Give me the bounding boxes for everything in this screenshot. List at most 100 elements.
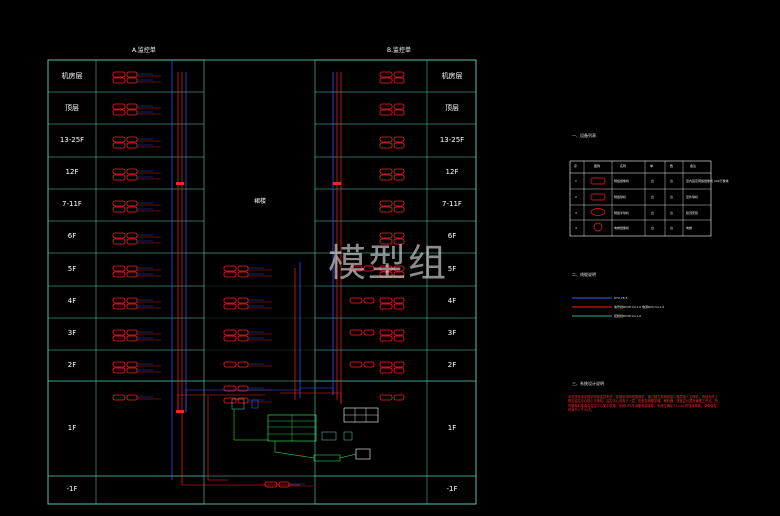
table-cell: 电梯摄像机 — [614, 226, 630, 230]
camera-icon — [112, 367, 138, 374]
camera-icon — [112, 238, 138, 245]
floor-label: 3F — [447, 329, 457, 337]
table-cell: 室内固定网络摄像机 200万像素 — [686, 179, 729, 183]
camera-icon — [223, 397, 249, 404]
table-header: 数 — [670, 164, 674, 168]
floor-label: 4F — [447, 297, 457, 305]
table-cell: 1 — [575, 179, 577, 183]
floor-label: 12F — [445, 168, 459, 176]
camera-icon — [379, 329, 405, 336]
camera-icon — [112, 174, 138, 181]
camera-icon — [223, 385, 249, 392]
table-cell: 网络摄像机 — [614, 179, 630, 183]
camera-icon — [379, 174, 405, 181]
camera-icon — [379, 71, 405, 78]
table-cell: 台 — [651, 211, 655, 215]
camera-icon — [112, 271, 138, 278]
floor-label: -1F — [446, 485, 458, 493]
table-cell: 台 — [670, 211, 674, 215]
camera-icon — [379, 238, 405, 245]
table-cell: 吸顶安装 — [686, 211, 699, 215]
floor-label: 13-25F — [439, 135, 465, 144]
notes-title: 三、系统设计说明 — [572, 381, 604, 386]
camera-icon — [379, 335, 405, 342]
building-a-title: A.监控单 — [132, 47, 156, 54]
camera-icon — [379, 206, 405, 213]
camera-icon — [112, 232, 138, 239]
floor-label: 机房层 — [61, 72, 83, 80]
camera-icon — [379, 232, 405, 239]
floor-label: 机房层 — [441, 72, 463, 80]
camera-icon — [112, 297, 138, 304]
camera-icon — [223, 361, 249, 368]
camera-icon — [112, 109, 138, 116]
floor-label: 5F — [447, 264, 457, 273]
table-cell: 台 — [670, 195, 674, 199]
camera-icon — [379, 168, 405, 175]
camera-icon — [112, 394, 138, 401]
table-cell: 台 — [651, 179, 655, 183]
camera-icon — [112, 335, 138, 342]
camera-icon — [379, 367, 405, 374]
camera-icon — [379, 297, 405, 304]
floor-label: 1F — [67, 423, 77, 432]
floor-label: 顶层 — [445, 104, 459, 112]
half-dome-legend-icon — [590, 208, 606, 216]
camera-icon — [223, 329, 249, 336]
camera-icon — [379, 303, 405, 310]
camera-icon — [379, 77, 405, 84]
camera-icon — [112, 206, 138, 213]
camera-icon — [264, 481, 290, 488]
floor-label: 顶层 — [65, 104, 79, 112]
camera-icon — [379, 271, 405, 278]
camera-icon — [112, 168, 138, 175]
table-cell: 3 — [575, 211, 577, 215]
camera-icon — [379, 136, 405, 143]
camera-icon — [379, 109, 405, 116]
camera-icon — [112, 136, 138, 143]
camera-icon — [379, 142, 405, 149]
table-header: 名称 — [620, 164, 627, 168]
table-cell: 网络球机 — [614, 195, 627, 199]
camera-icon — [223, 271, 249, 278]
camera-icon — [112, 303, 138, 310]
camera-icon — [349, 297, 375, 304]
table-header: 图例 — [594, 164, 601, 168]
table-cell: 台 — [670, 226, 674, 230]
building-b-title: B.监控单 — [387, 47, 412, 54]
equipment-legend-title: 一、设备列表 — [572, 133, 596, 138]
table-cell: 台 — [651, 195, 655, 199]
cable-legend-item-1: SYV-75-5 — [614, 296, 628, 300]
control-room — [231, 398, 379, 462]
camera-icon — [112, 77, 138, 84]
camera-icon — [223, 335, 249, 342]
building-a-frame — [47, 59, 205, 505]
floor-label: 4F — [67, 297, 77, 305]
table-cell: 室外球机 — [686, 195, 699, 199]
camera-icon — [379, 394, 405, 401]
podium-title: 裙楼 — [254, 198, 267, 205]
camera-icon — [379, 103, 405, 110]
floor-label: 3F — [67, 329, 77, 337]
camera-icon — [349, 329, 375, 336]
camera-group — [112, 71, 405, 488]
camera-icon — [349, 265, 375, 272]
elevator-camera-legend-icon — [593, 222, 603, 232]
table-cell: 2 — [575, 195, 577, 199]
camera-icon — [223, 297, 249, 304]
camera-legend-icon — [590, 177, 606, 185]
camera-icon — [112, 329, 138, 336]
floor-label: 1F — [447, 423, 457, 432]
camera-icon — [112, 71, 138, 78]
cable-legend — [572, 297, 612, 317]
equipment-legend-table — [569, 160, 712, 237]
watermark: 模型组 — [328, 241, 449, 285]
camera-icon — [379, 361, 405, 368]
floor-label: 6F — [67, 232, 77, 240]
cable-legend-item-2: 信号线RVVP-2×1.0 电源RVV-3×1.5 — [614, 305, 665, 309]
floor-label: 7-11F — [62, 200, 82, 208]
camera-icon — [112, 361, 138, 368]
camera-icon — [379, 265, 405, 272]
floor-label: 6F — [447, 232, 457, 240]
